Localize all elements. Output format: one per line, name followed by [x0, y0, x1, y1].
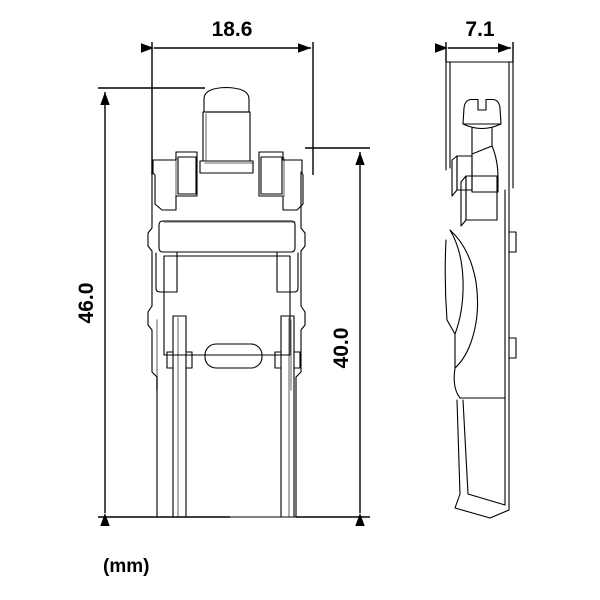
right-inner-bracket	[276, 251, 299, 293]
units-label: (mm)	[103, 556, 149, 577]
dimension-width-overall	[141, 42, 314, 175]
right-slot	[260, 156, 283, 195]
right-shoulder	[258, 151, 304, 211]
side-latch-notch-lower	[508, 337, 517, 359]
dimension-label-height-body: 40.0	[330, 328, 353, 369]
side-screw-head	[462, 98, 502, 125]
side-neck	[471, 145, 499, 193]
screw-head-base	[199, 160, 254, 174]
dimension-label-depth-overall: 7.1	[465, 18, 495, 41]
side-contact-blade-edge	[444, 239, 456, 335]
dimension-depth-overall	[435, 42, 514, 62]
side-lower-taper	[453, 367, 506, 399]
dimension-height-overall	[98, 87, 230, 526]
right-leg-notch-outer	[293, 351, 301, 369]
inner-panel	[163, 255, 291, 356]
side-clamp-block-front	[451, 155, 458, 197]
front-view-shading	[156, 111, 296, 517]
side-leg-left	[462, 399, 469, 495]
dimension-height-body	[296, 147, 370, 526]
screw-head-cap	[203, 86, 250, 113]
side-inner-window-left	[460, 175, 467, 227]
side-leg-tip-inner	[467, 427, 506, 506]
left-inner-bracket	[155, 251, 178, 293]
side-contact-blade	[449, 229, 479, 369]
cross-bar	[158, 220, 296, 253]
center-oval-aperture	[204, 343, 263, 369]
left-shoulder	[152, 151, 198, 211]
dimension-label-height-overall: 46.0	[75, 283, 98, 324]
side-screw-head-underside	[462, 123, 502, 130]
side-view	[444, 61, 517, 519]
left-leg-notch-outer	[166, 351, 174, 369]
dimension-label-width-overall: 18.6	[212, 18, 253, 41]
side-leg-tip	[454, 427, 510, 519]
right-leg-notch	[274, 351, 282, 369]
left-leg-notch	[185, 351, 193, 369]
front-view	[147, 86, 306, 518]
side-contact-blade-inner	[449, 229, 464, 369]
side-leg-outer	[456, 399, 461, 495]
left-slot	[177, 156, 197, 195]
side-latch-notch-upper	[508, 231, 517, 253]
